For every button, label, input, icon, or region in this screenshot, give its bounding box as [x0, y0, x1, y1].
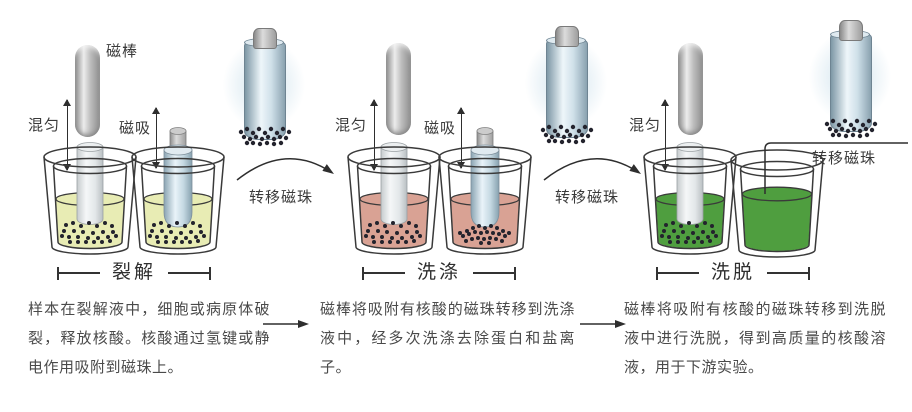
mix-arrow-stage2: [370, 99, 379, 171]
transfer-pointer-line: [764, 142, 908, 194]
sleeve-cap: [555, 26, 579, 47]
transfer-beads-label-3: 转移磁珠: [812, 150, 877, 167]
transfer-sleeve-stage3: [798, 16, 902, 148]
magnetic-rod-stage2: [386, 43, 411, 135]
beads-on-sleeve: [238, 126, 292, 147]
magnet-label-stage1: 磁吸: [119, 120, 152, 137]
magnetic-rod-label: 磁棒: [106, 43, 139, 60]
sleeve-cap: [839, 20, 863, 41]
description-lysis: 样本在裂解液中，细胞或病原体破裂，释放核酸。核酸通过氢键或静电作用吸附到磁珠上。: [28, 301, 270, 376]
transfer-arrow-1: [236, 158, 334, 181]
transfer-sleeve-stage1: [212, 24, 316, 156]
sleeve-cap: [253, 28, 277, 49]
description-wash: 磁棒将吸附有核酸的磁珠转移到洗涤液中，经多次洗涤去除蛋白和盐离子。: [320, 301, 575, 376]
magnet-label-stage2: 磁吸: [424, 120, 457, 137]
beads-on-sleeve: [540, 124, 594, 145]
stage-bracket-lysis: 裂解: [57, 262, 211, 284]
step-arrow-2: [580, 320, 626, 328]
beaker-lysis-mix: [40, 105, 140, 265]
transfer-beads-label-2: 转移磁珠: [555, 189, 620, 206]
stage-name-wash: 洗涤: [417, 262, 462, 283]
step-arrow-1: [263, 320, 309, 328]
transfer-sleeve-stage2: [514, 22, 618, 154]
mix-label-stage2: 混匀: [335, 117, 368, 134]
magnetic-rod-stage3: [678, 43, 703, 135]
mix-label-stage3: 混匀: [629, 117, 662, 134]
sleeve-body: [546, 36, 588, 138]
transfer-arrow-2: [543, 158, 641, 181]
description-elution: 磁棒将吸附有核酸的磁珠转移到洗脱液中进行洗脱，得到高质量的核酸溶液，用于下游实验…: [624, 301, 886, 376]
stage-name-elution: 洗脱: [711, 262, 756, 283]
beaker-lysis-magnet: [128, 105, 228, 265]
beaker-wash-magnet: [435, 105, 535, 265]
mix-arrow-stage3: [661, 99, 670, 171]
stage-bracket-elution: 洗脱: [656, 262, 810, 284]
stage-name-lysis: 裂解: [112, 262, 157, 283]
mix-label-stage1: 混匀: [28, 117, 61, 134]
transfer-beads-label-1: 转移磁珠: [249, 189, 314, 206]
stage-bracket-wash: 洗涤: [362, 262, 516, 284]
mix-arrow-stage1: [63, 99, 72, 171]
beaker-wash-mix: [344, 105, 444, 265]
beaker-eluate: [727, 108, 827, 268]
magnetic-rod-stage1: [75, 45, 100, 137]
beaker-elution-mix: [640, 105, 740, 265]
